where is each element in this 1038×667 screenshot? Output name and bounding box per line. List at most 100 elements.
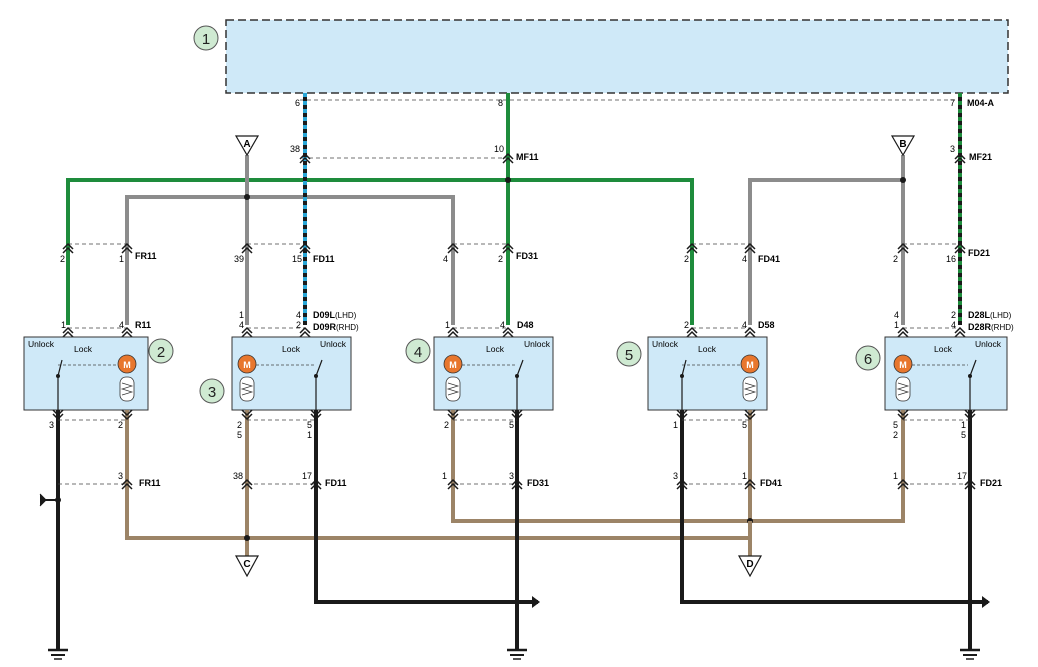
pin: 1 (445, 320, 450, 330)
pin: 4 (894, 310, 899, 320)
pin: 2 (893, 430, 898, 440)
switch-unlock-label: Unlock (28, 339, 55, 349)
switch-lock-label: Lock (934, 344, 953, 354)
pin: 38 (290, 144, 300, 154)
pin: 4 (500, 320, 505, 330)
terminal-b: B (890, 135, 916, 157)
connector-d09r: D09R(RHD) (313, 322, 359, 332)
switch-unlock-label: Unlock (652, 339, 679, 349)
switch-lock-label: Lock (486, 344, 505, 354)
callout-1: 1 (193, 25, 219, 51)
ground-symbols (48, 648, 980, 660)
pin: 4 (239, 320, 244, 330)
pin: 1 (894, 320, 899, 330)
svg-text:4: 4 (414, 344, 422, 361)
pin: 1 (442, 471, 447, 481)
connector-mf11: MF11 (516, 152, 539, 162)
wire-black-2 (314, 410, 538, 604)
switch-lock-label: Lock (282, 344, 301, 354)
svg-text:D: D (746, 559, 753, 570)
pin: 2 (444, 420, 449, 430)
pin: 2 (296, 320, 301, 330)
svg-text:6: 6 (864, 351, 872, 368)
wire-black-3 (680, 410, 988, 604)
connector-fd41-top: FD41 (758, 254, 780, 264)
pin: 3 (509, 471, 514, 481)
pin: 8 (498, 98, 503, 108)
pin: 5 (509, 420, 514, 430)
pin: 3 (950, 144, 955, 154)
connector-r11: R11 (135, 320, 151, 330)
pin: 2 (684, 254, 689, 264)
module-5: M (647, 336, 768, 411)
pin: 2 (498, 254, 503, 264)
connector-fr11-bottom: FR11 (139, 478, 161, 488)
pin: 2 (684, 320, 689, 330)
pin: 2 (237, 420, 242, 430)
connector-m04a: M04-A (967, 98, 995, 108)
switch-lock-label: Lock (698, 344, 717, 354)
pin: 5 (307, 420, 312, 430)
switch-unlock-label: Unlock (524, 339, 551, 349)
pin: 4 (443, 254, 448, 264)
connector-fd41-bottom: FD41 (760, 478, 782, 488)
pin: 4 (742, 320, 747, 330)
connector-fd11-top: FD11 (313, 254, 335, 264)
pin: 3 (49, 420, 54, 430)
pin: 2 (118, 420, 123, 430)
svg-text:C: C (243, 559, 250, 570)
pin: 17 (302, 471, 312, 481)
connector-fd21-bottom: FD21 (980, 478, 1002, 488)
pin: 5 (893, 420, 898, 430)
pin: 1 (673, 420, 678, 430)
pin: 17 (957, 471, 967, 481)
module-4: M (433, 336, 554, 411)
connector-d28l: D28L(LHD) (968, 310, 1012, 320)
wire-green-bus (66, 178, 694, 325)
callout-3: 3 (199, 378, 225, 404)
callout-5: 5 (616, 341, 642, 367)
callout-1-label: 1 (202, 31, 210, 48)
module-6: M (884, 336, 1008, 411)
svg-text:A: A (243, 139, 250, 150)
pin: 16 (946, 254, 956, 264)
switch-unlock-label: Unlock (320, 339, 347, 349)
module-2: M (23, 336, 149, 411)
connector-d48: D48 (517, 320, 534, 330)
pin: 3 (673, 471, 678, 481)
pin: 5 (742, 420, 747, 430)
wire-brown-2 (451, 410, 905, 523)
pin: 1 (742, 471, 747, 481)
pin: 1 (61, 320, 66, 330)
connector-fr11-top: FR11 (135, 251, 157, 261)
wire-gray-bus (125, 195, 455, 325)
svg-text:B: B (899, 139, 906, 150)
pin: 2 (60, 254, 65, 264)
pin: 1 (307, 430, 312, 440)
callout-4: 4 (405, 338, 431, 364)
wire-brown-1 (125, 410, 750, 540)
terminal-a: A (234, 135, 260, 157)
pin: 7 (950, 98, 955, 108)
pin: 3 (118, 471, 123, 481)
callout-2: 2 (148, 338, 174, 364)
svg-text:3: 3 (208, 384, 216, 401)
svg-text:M: M (243, 360, 251, 370)
connector-mf21: MF21 (969, 152, 992, 162)
terminal-d: D (737, 555, 763, 578)
pin: 4 (296, 310, 301, 320)
pin: 15 (292, 254, 302, 264)
pin: 2 (951, 310, 956, 320)
connector-fd21-top: FD21 (968, 248, 990, 258)
svg-text:5: 5 (625, 347, 633, 364)
pin: 1 (961, 420, 966, 430)
callout-6: 6 (855, 345, 881, 371)
pin: 1 (893, 471, 898, 481)
pin: 4 (742, 254, 747, 264)
terminal-c: C (234, 555, 260, 578)
pin: 4 (951, 320, 956, 330)
svg-text:2: 2 (157, 344, 165, 361)
pin: 4 (119, 320, 124, 330)
connector-d28r: D28R(RHD) (968, 322, 1014, 332)
